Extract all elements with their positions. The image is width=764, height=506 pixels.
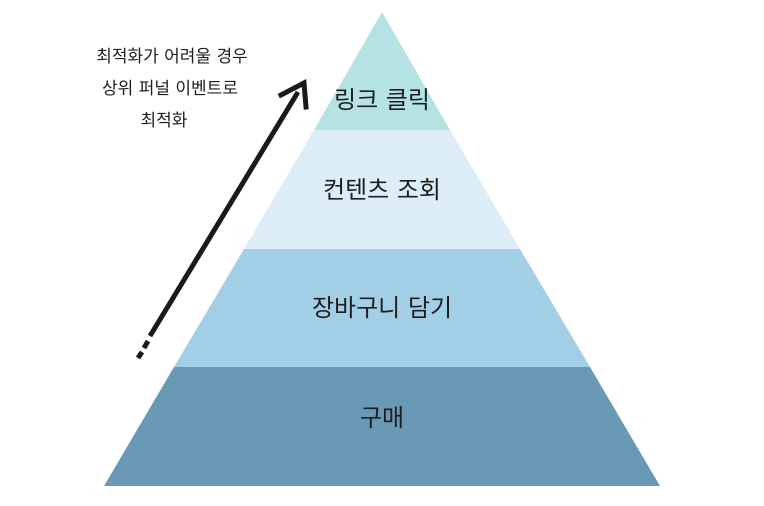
arrow-tail-dash-2 bbox=[141, 339, 151, 350]
tier-content-view-band bbox=[244, 130, 520, 249]
note-line-2: 상위 퍼널 이벤트로 bbox=[102, 79, 238, 99]
tier-purchase-band bbox=[104, 367, 660, 486]
tier-link-click-band bbox=[314, 12, 450, 130]
tier-link-click-label: 링크 클릭 bbox=[334, 86, 430, 114]
note-line-1: 최적화가 어려울 경우 bbox=[96, 47, 248, 67]
tier-add-to-cart-band bbox=[174, 249, 590, 367]
arrow-head bbox=[277, 79, 309, 110]
tier-content-view-label: 컨텐츠 조회 bbox=[323, 176, 441, 204]
upward-arrow-icon bbox=[135, 79, 309, 360]
tier-add-to-cart-label: 장바구니 담기 bbox=[312, 294, 452, 322]
note-line-3: 최적화 bbox=[141, 111, 188, 131]
tier-purchase-label: 구매 bbox=[360, 404, 404, 432]
arrow-tail-dash-1 bbox=[135, 350, 145, 360]
arrow-shaft bbox=[147, 90, 301, 338]
